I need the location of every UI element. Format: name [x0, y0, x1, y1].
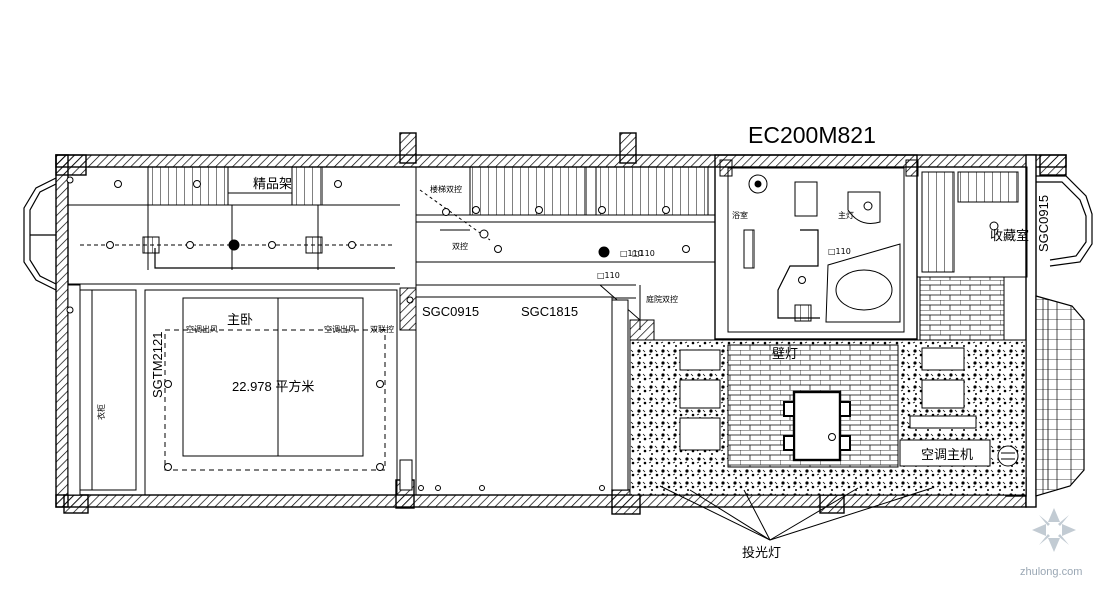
mark-110-b: □110: [597, 271, 620, 280]
stair-lights: [442, 206, 690, 258]
mark-110-d: □110: [632, 249, 655, 258]
watermark-logo: [1032, 508, 1076, 552]
ac-outlet-right: 空调出风: [324, 324, 356, 334]
right-balcony: [1035, 295, 1085, 497]
bath-light-label: 主灯: [838, 210, 854, 220]
left-wing: [67, 166, 400, 496]
bedroom-lights: [164, 380, 384, 471]
garden-ctrl-label: 庭院双控: [646, 294, 678, 304]
watermark-text: zhulong.com: [1020, 566, 1082, 578]
door-code-sgc0915: SGC0915: [422, 304, 479, 319]
room-area: 22.978 平方米: [232, 379, 314, 394]
master-bedroom: [144, 287, 417, 496]
door-code-sgc0915-right: SGC0915: [1036, 195, 1051, 252]
stair-control-label: 楼梯双控: [430, 184, 462, 194]
centre-room: [415, 296, 655, 496]
projector-lamp-label: 投光灯: [742, 545, 781, 561]
master-bedroom-label: 主卧: [227, 313, 253, 328]
vent-grilles-left: [142, 236, 323, 254]
ceiling-lights-left: [66, 176, 414, 314]
left-bay-window: [23, 177, 57, 291]
bath-label: 浴室: [732, 210, 748, 220]
display-rack-label: 精品架: [253, 177, 292, 192]
mark-110-c: □110: [828, 247, 851, 256]
dual-control-label: 双控: [452, 241, 468, 251]
door-code-sgtm2121: SGTM2121: [150, 332, 165, 398]
wardrobe-note: 衣柜: [96, 404, 106, 420]
drawing-code: EC200M821: [748, 122, 876, 148]
ac-outlet-left: 空调出风: [186, 324, 218, 334]
bathroom: [714, 154, 919, 340]
storage-room: [916, 166, 1028, 348]
ac-unit-label: 空调主机: [921, 448, 973, 463]
wall-lamp-label: 壁灯: [772, 347, 798, 362]
double-switch-label: 双联控: [370, 324, 394, 334]
door-code-sgc1815: SGC1815: [521, 304, 578, 319]
courtyard: [629, 339, 1027, 496]
storage-room-label: 收藏室: [990, 228, 1029, 244]
right-bay-window: [1036, 175, 1093, 267]
projector-leaders: [659, 485, 933, 541]
mark-110-a: □110: [620, 249, 643, 258]
outer-walls: [55, 132, 1067, 515]
